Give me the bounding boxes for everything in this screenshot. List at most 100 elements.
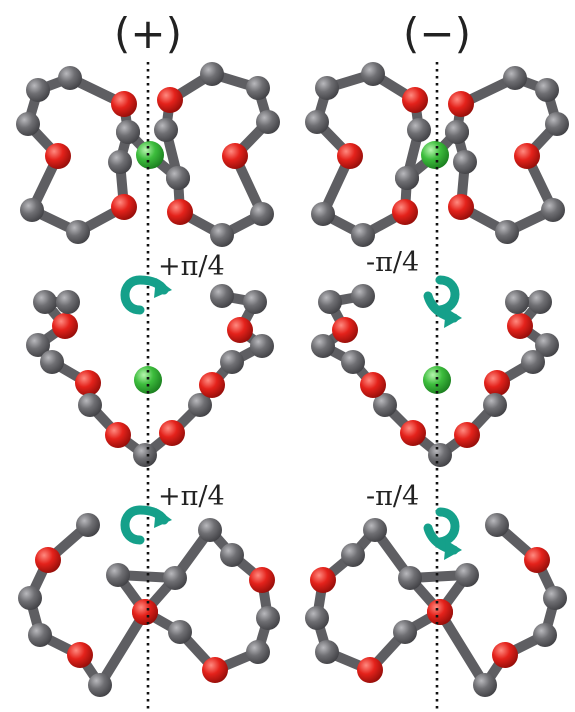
carbon-atom [398,566,422,590]
carbon-atom [483,393,507,417]
carbon-atom [133,443,157,467]
oxygen-atom [402,87,428,113]
oxygen-atom [392,199,418,225]
carbon-atom [528,290,552,314]
oxygen-atom [111,194,137,220]
rotation-arrow-icon-plus-2 [120,505,172,545]
oxygen-atom [105,422,131,448]
oxygen-atom [222,143,248,169]
rotation-arrow-icon-minus-2 [423,507,462,560]
rotation-label-minus-1: -π/4 [366,247,419,278]
bond [95,607,150,690]
metal-ion [136,141,164,169]
carbon-atom [533,623,557,647]
oxygen-atom [332,317,358,343]
carbon-atom [246,76,270,100]
carbon-atom [305,110,329,134]
carbon-atom [40,350,64,374]
carbon-atom [363,518,387,542]
carbon-atom [108,150,132,174]
carbon-atom [473,673,497,697]
carbon-atom [18,586,42,610]
column-header-minus: (−) [403,9,471,58]
carbon-atom [250,202,274,226]
carbon-atom [256,606,280,630]
carbon-atom [361,62,385,86]
carbon-atom [168,620,192,644]
carbon-atom [66,220,90,244]
carbon-atom [485,513,509,537]
carbon-atom [541,198,565,222]
carbon-atom [256,110,280,134]
carbon-atom [341,543,365,567]
carbon-atom [246,640,270,664]
carbon-atom [198,518,222,542]
oxygen-atom [357,657,383,683]
carbon-atom [351,284,375,308]
oxygen-atom [202,657,228,683]
carbon-atom [503,66,527,90]
carbon-atom [210,284,234,308]
metal-ion [423,366,451,394]
carbon-atom [166,166,190,190]
carbon-atom [311,334,335,358]
carbon-atom [395,166,419,190]
oxygen-atom [199,372,225,398]
oxygen-atom [400,420,426,446]
rotation-arrow-icon-plus-1 [120,275,172,315]
oxygen-atom [249,567,275,593]
column-header-plus: (+) [114,9,182,58]
oxygen-atom [159,420,185,446]
oxygen-atom [167,199,193,225]
bond [435,607,490,690]
carbon-atom [78,393,102,417]
carbon-atom [521,350,545,374]
carbon-atom [106,563,130,587]
oxygen-atom [448,194,474,220]
carbon-atom [26,333,50,357]
carbon-atom [311,202,335,226]
carbon-atom [250,334,274,358]
carbon-atom [445,120,469,144]
oxygen-atom [67,642,93,668]
oxygen-atom [514,143,540,169]
carbon-atom [188,393,212,417]
carbon-atom [341,350,365,374]
oxygen-atom [524,547,550,573]
oxygen-atom [492,642,518,668]
carbon-atom [315,640,339,664]
oxygen-atom [484,370,510,396]
oxygen-atom [337,143,363,169]
metal-ion [134,366,162,394]
carbon-atom [543,586,567,610]
rotation-label-minus-2: -π/4 [366,481,419,512]
oxygen-atom [111,91,137,117]
oxygen-atom [45,143,71,169]
oxygen-atom [448,91,474,117]
bond-layer [23,69,562,690]
rotation-label-plus-2: +π/4 [158,481,225,512]
carbon-atom [26,78,50,102]
carbon-atom [428,443,452,467]
carbon-atom [545,112,569,136]
carbon-atom [163,566,187,590]
carbon-atom [33,290,57,314]
carbon-atom [495,220,519,244]
oxygen-atom [132,599,158,625]
rotation-label-plus-1: +π/4 [158,251,225,282]
carbon-atom [58,66,82,90]
carbon-atom [535,78,559,102]
metal-ion [421,141,449,169]
carbon-atom [393,620,417,644]
oxygen-atom [35,547,61,573]
carbon-atom [76,513,100,537]
oxygen-atom [157,87,183,113]
oxygen-atom [52,313,78,339]
carbon-atom [315,76,339,100]
oxygen-atom [227,317,253,343]
carbon-atom [220,350,244,374]
carbon-atom [505,290,529,314]
carbon-atom [535,333,559,357]
carbon-atom [200,62,224,86]
